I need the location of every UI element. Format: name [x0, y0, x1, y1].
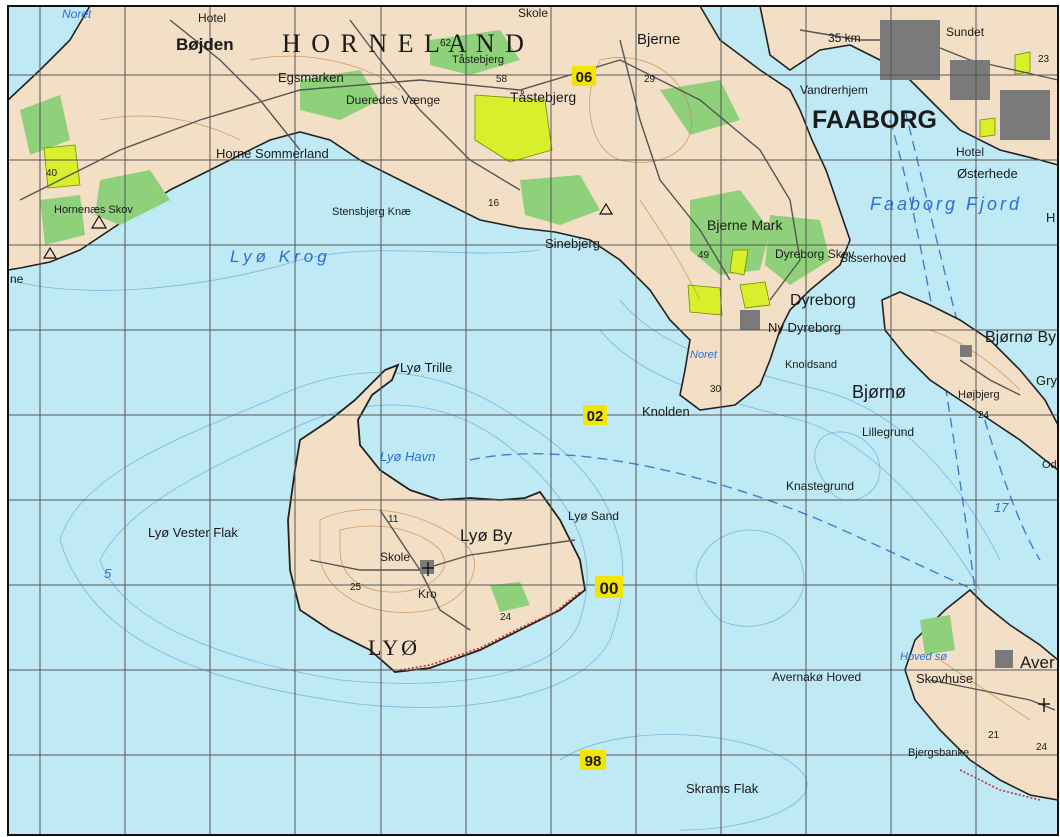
- place-label-hornenaes-skov: Hornenæs Skov: [54, 204, 133, 216]
- place-label-sisserhoved: Sisserhoved: [840, 251, 906, 265]
- place-label-knolden: Knolden: [642, 404, 690, 419]
- elevation-30: 30: [710, 384, 722, 395]
- place-label-tastebjerg-small: Tåstebjerg: [452, 54, 504, 66]
- place-label-egsmarken: Egsmarken: [278, 70, 344, 85]
- water-label-lyo-krog: Lyø Krog: [230, 247, 331, 266]
- water-label-noret-dyreborg: Noret: [690, 349, 718, 361]
- church-symbols: [422, 562, 1050, 712]
- grid-label-98-text: 98: [585, 753, 602, 770]
- place-label-sundet: Sundet: [946, 25, 985, 39]
- grid-label-06-text: 06: [576, 69, 593, 86]
- place-label-skrams-flak: Skrams Flak: [686, 781, 759, 796]
- settlements: [420, 20, 1050, 668]
- elevation-24-avernako: 24: [1036, 742, 1048, 753]
- mainland-funen: [7, 5, 851, 411]
- elevation-labels: 40 62 58 29 16 49 30 11 25 24 24 23 21 2…: [46, 38, 1050, 753]
- elevation-62: 62: [440, 38, 452, 49]
- depth-5: 5: [104, 566, 112, 581]
- grid-label-00: 00: [595, 576, 623, 598]
- depth-17: 17: [994, 500, 1009, 515]
- place-label-bjergsbanke: Bjergsbanke: [908, 747, 969, 759]
- place-label-lyo-sand: Lyø Sand: [568, 509, 619, 523]
- elevation-23: 23: [1038, 54, 1050, 65]
- water-label-faaborg-fjord: Faaborg Fjord: [870, 194, 1022, 214]
- place-label-bjerne: Bjerne: [637, 31, 680, 48]
- triangulation-points: [42, 202, 614, 259]
- place-label-stensbjerg-knae: Stensbjerg Knæ: [332, 206, 411, 218]
- elevation-49: 49: [698, 250, 710, 261]
- place-label-dueredes-vaenge: Dueredes Vænge: [346, 93, 440, 107]
- place-label-sinebjerg: Sinebjerg: [545, 236, 600, 251]
- shoreline-paths: [399, 591, 1041, 801]
- place-label-hotel-top: Hotel: [198, 11, 226, 25]
- place-label-faaborg: FAABORG: [812, 106, 937, 134]
- place-label-dyreborg: Dyreborg: [790, 292, 856, 309]
- place-label-lyo-trille: Lyø Trille: [400, 360, 452, 375]
- place-label-od: Od: [1042, 459, 1057, 471]
- elevation-25: 25: [350, 582, 362, 593]
- place-label-h-edge: H: [1046, 210, 1055, 225]
- elevation-40: 40: [46, 168, 58, 179]
- grid-label-02-text: 02: [587, 408, 604, 425]
- place-label-avernako-hoved: Avernakø Hoved: [772, 670, 861, 684]
- elevation-29: 29: [644, 74, 656, 85]
- place-label-hotel-faaborg: Hotel: [956, 145, 984, 159]
- elevation-16: 16: [488, 198, 500, 209]
- place-label-ne: ne: [10, 272, 24, 286]
- place-label-aver: Aver: [1020, 653, 1055, 672]
- place-label-horne-sommerland: Horne Sommerland: [216, 146, 329, 161]
- place-label-vandrerhjem: Vandrerhjem: [800, 83, 868, 97]
- elevation-21: 21: [988, 730, 1000, 741]
- place-label-ny-dyreborg: Ny Dyreborg: [768, 320, 841, 335]
- roads: [19, 19, 1059, 711]
- place-label-lyo-by: Lyø By: [460, 526, 513, 545]
- place-label-kro: Kro: [418, 587, 437, 601]
- place-label-bjerne-mark: Bjerne Mark: [707, 217, 783, 233]
- grid-label-00-text: 00: [600, 579, 619, 598]
- map-frame: [7, 5, 1059, 836]
- elevation-24-lyo: 24: [500, 612, 512, 623]
- place-label-lyo-vester-flak: Lyø Vester Flak: [148, 525, 238, 540]
- grid-label-06: 06: [572, 66, 596, 86]
- grid-label-02: 02: [583, 405, 607, 425]
- place-label-horneland: H O R N E L A N D: [282, 29, 526, 58]
- elevation-24-bjorno: 24: [978, 410, 990, 421]
- place-label-dyreborg-skov: Dyreborg Skov: [775, 247, 854, 261]
- grid-label-98: 98: [580, 750, 606, 770]
- place-label-bjorno: Bjørnø: [852, 382, 906, 402]
- water-label-noret-top: Noret: [62, 7, 92, 21]
- place-label-skole-lyo: Skole: [380, 550, 410, 564]
- place-label-skole-top: Skole: [518, 6, 548, 20]
- place-label-skovhuse: Skovhuse: [916, 671, 973, 686]
- place-label-osterhede: Østerhede: [957, 166, 1018, 181]
- elevation-11: 11: [388, 514, 399, 525]
- place-label-knoldsand: Knoldsand: [785, 359, 837, 371]
- elevation-58: 58: [496, 74, 508, 85]
- place-label-bjorno-by: Bjørnø By: [985, 329, 1056, 346]
- map-grid: [8, 6, 1058, 835]
- place-label-gry: Gry: [1036, 373, 1057, 388]
- field-patches: [43, 51, 1031, 316]
- place-label-lillegrund: Lillegrund: [862, 425, 914, 439]
- land-contours: [99, 55, 1031, 721]
- place-label-bojden: Bøjden: [176, 35, 234, 54]
- place-label-lyo: LYØ: [368, 635, 420, 660]
- depth-contours: [9, 249, 1001, 831]
- place-label-35km: 35 km: [828, 31, 861, 45]
- water-label-lyo-havn: Lyø Havn: [380, 449, 435, 464]
- place-label-tastebjerg: Tåstebjerg: [510, 89, 576, 105]
- water-label-hoved-so: Hoved sø: [900, 651, 947, 663]
- forest-patches: [20, 30, 955, 655]
- place-label-hojbjerg: Højbjerg: [958, 389, 1000, 401]
- place-label-knastegrund: Knastegrund: [786, 479, 854, 493]
